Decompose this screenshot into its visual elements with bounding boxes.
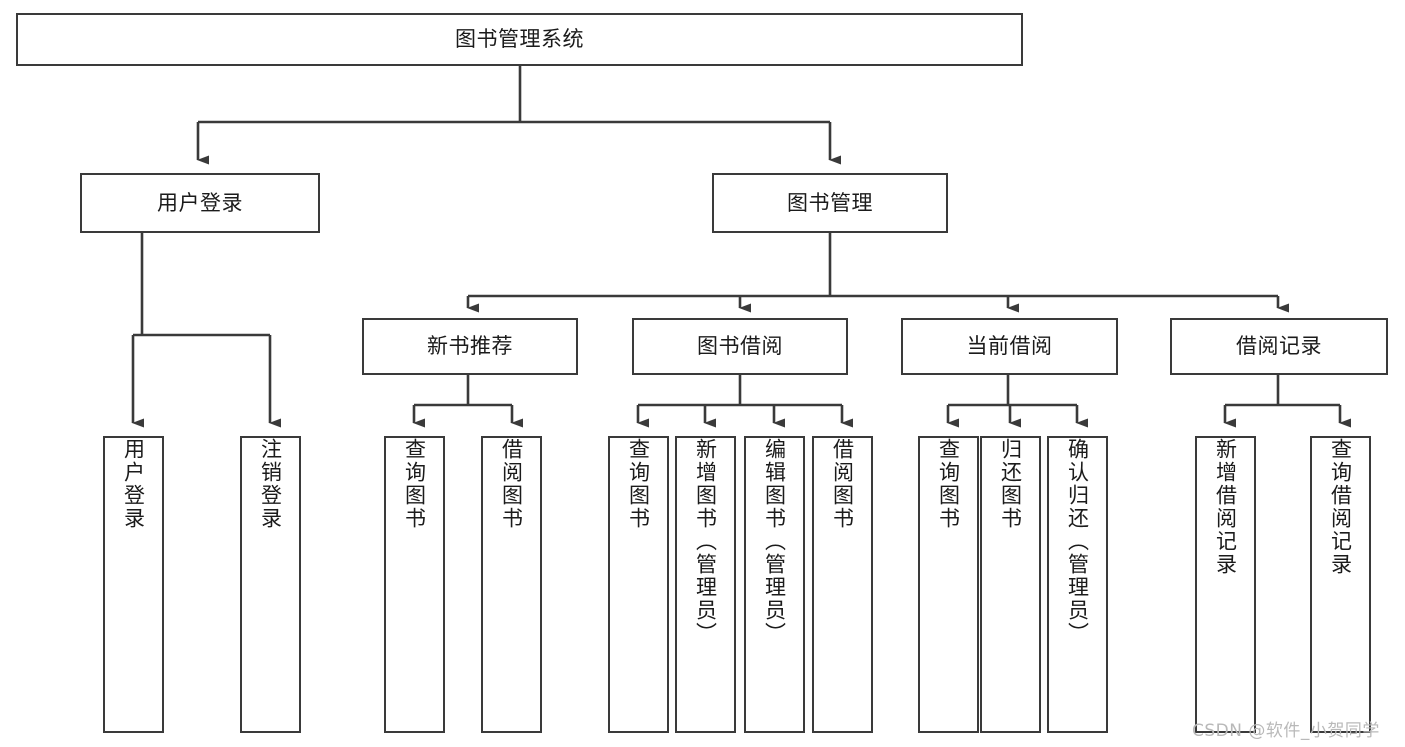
node-label: 查询图书	[402, 438, 427, 530]
node-label: 注销登录	[258, 438, 283, 530]
node-label: 借阅记录	[1236, 334, 1322, 359]
node-label: 用户登录	[157, 190, 243, 215]
node-current-borrow[interactable]: 当前借阅	[901, 318, 1118, 375]
node-new-book-recommend[interactable]: 新书推荐	[362, 318, 578, 375]
node-root-book-management-system[interactable]: 图书管理系统	[16, 13, 1023, 66]
leaf-logout-login[interactable]: 注销登录	[240, 436, 301, 733]
leaf-query-book-borrow[interactable]: 查询图书	[608, 436, 669, 733]
csdn-watermark: CSDN @软件_小贺同学	[1192, 721, 1380, 741]
leaf-add-borrow-record[interactable]: 新增借阅记录	[1195, 436, 1256, 733]
leaf-confirm-return-admin[interactable]: 确认归还（管理员）	[1047, 436, 1108, 733]
leaf-add-book-admin[interactable]: 新增图书（管理员）	[675, 436, 736, 733]
leaf-query-book-recommend[interactable]: 查询图书	[384, 436, 445, 733]
node-label: 用户登录	[121, 438, 146, 530]
node-label: 查询借阅记录	[1328, 438, 1353, 576]
leaf-borrow-book[interactable]: 借阅图书	[812, 436, 873, 733]
leaf-query-book-current[interactable]: 查询图书	[918, 436, 979, 733]
node-label: 新增借阅记录	[1213, 438, 1238, 576]
node-label: 新增图书（管理员）	[693, 438, 718, 645]
node-label: 确认归还（管理员）	[1065, 438, 1090, 645]
node-label: 图书借阅	[697, 334, 783, 359]
leaf-user-login[interactable]: 用户登录	[103, 436, 164, 733]
node-label: 编辑图书（管理员）	[762, 438, 787, 645]
leaf-edit-book-admin[interactable]: 编辑图书（管理员）	[744, 436, 805, 733]
node-label: 查询图书	[626, 438, 651, 530]
node-user-login[interactable]: 用户登录	[80, 173, 320, 233]
leaf-query-borrow-record[interactable]: 查询借阅记录	[1310, 436, 1371, 733]
node-label: 新书推荐	[427, 334, 513, 359]
node-label: 图书管理	[787, 190, 873, 215]
node-book-management[interactable]: 图书管理	[712, 173, 948, 233]
leaf-borrow-book-recommend[interactable]: 借阅图书	[481, 436, 542, 733]
leaf-return-book[interactable]: 归还图书	[980, 436, 1041, 733]
node-label: 查询图书	[936, 438, 961, 530]
node-label: 归还图书	[998, 438, 1023, 530]
node-label: 借阅图书	[830, 438, 855, 530]
node-book-borrow[interactable]: 图书借阅	[632, 318, 848, 375]
node-label: 图书管理系统	[455, 27, 584, 52]
node-label: 借阅图书	[499, 438, 524, 530]
node-label: 当前借阅	[966, 334, 1053, 359]
node-borrow-records[interactable]: 借阅记录	[1170, 318, 1388, 375]
